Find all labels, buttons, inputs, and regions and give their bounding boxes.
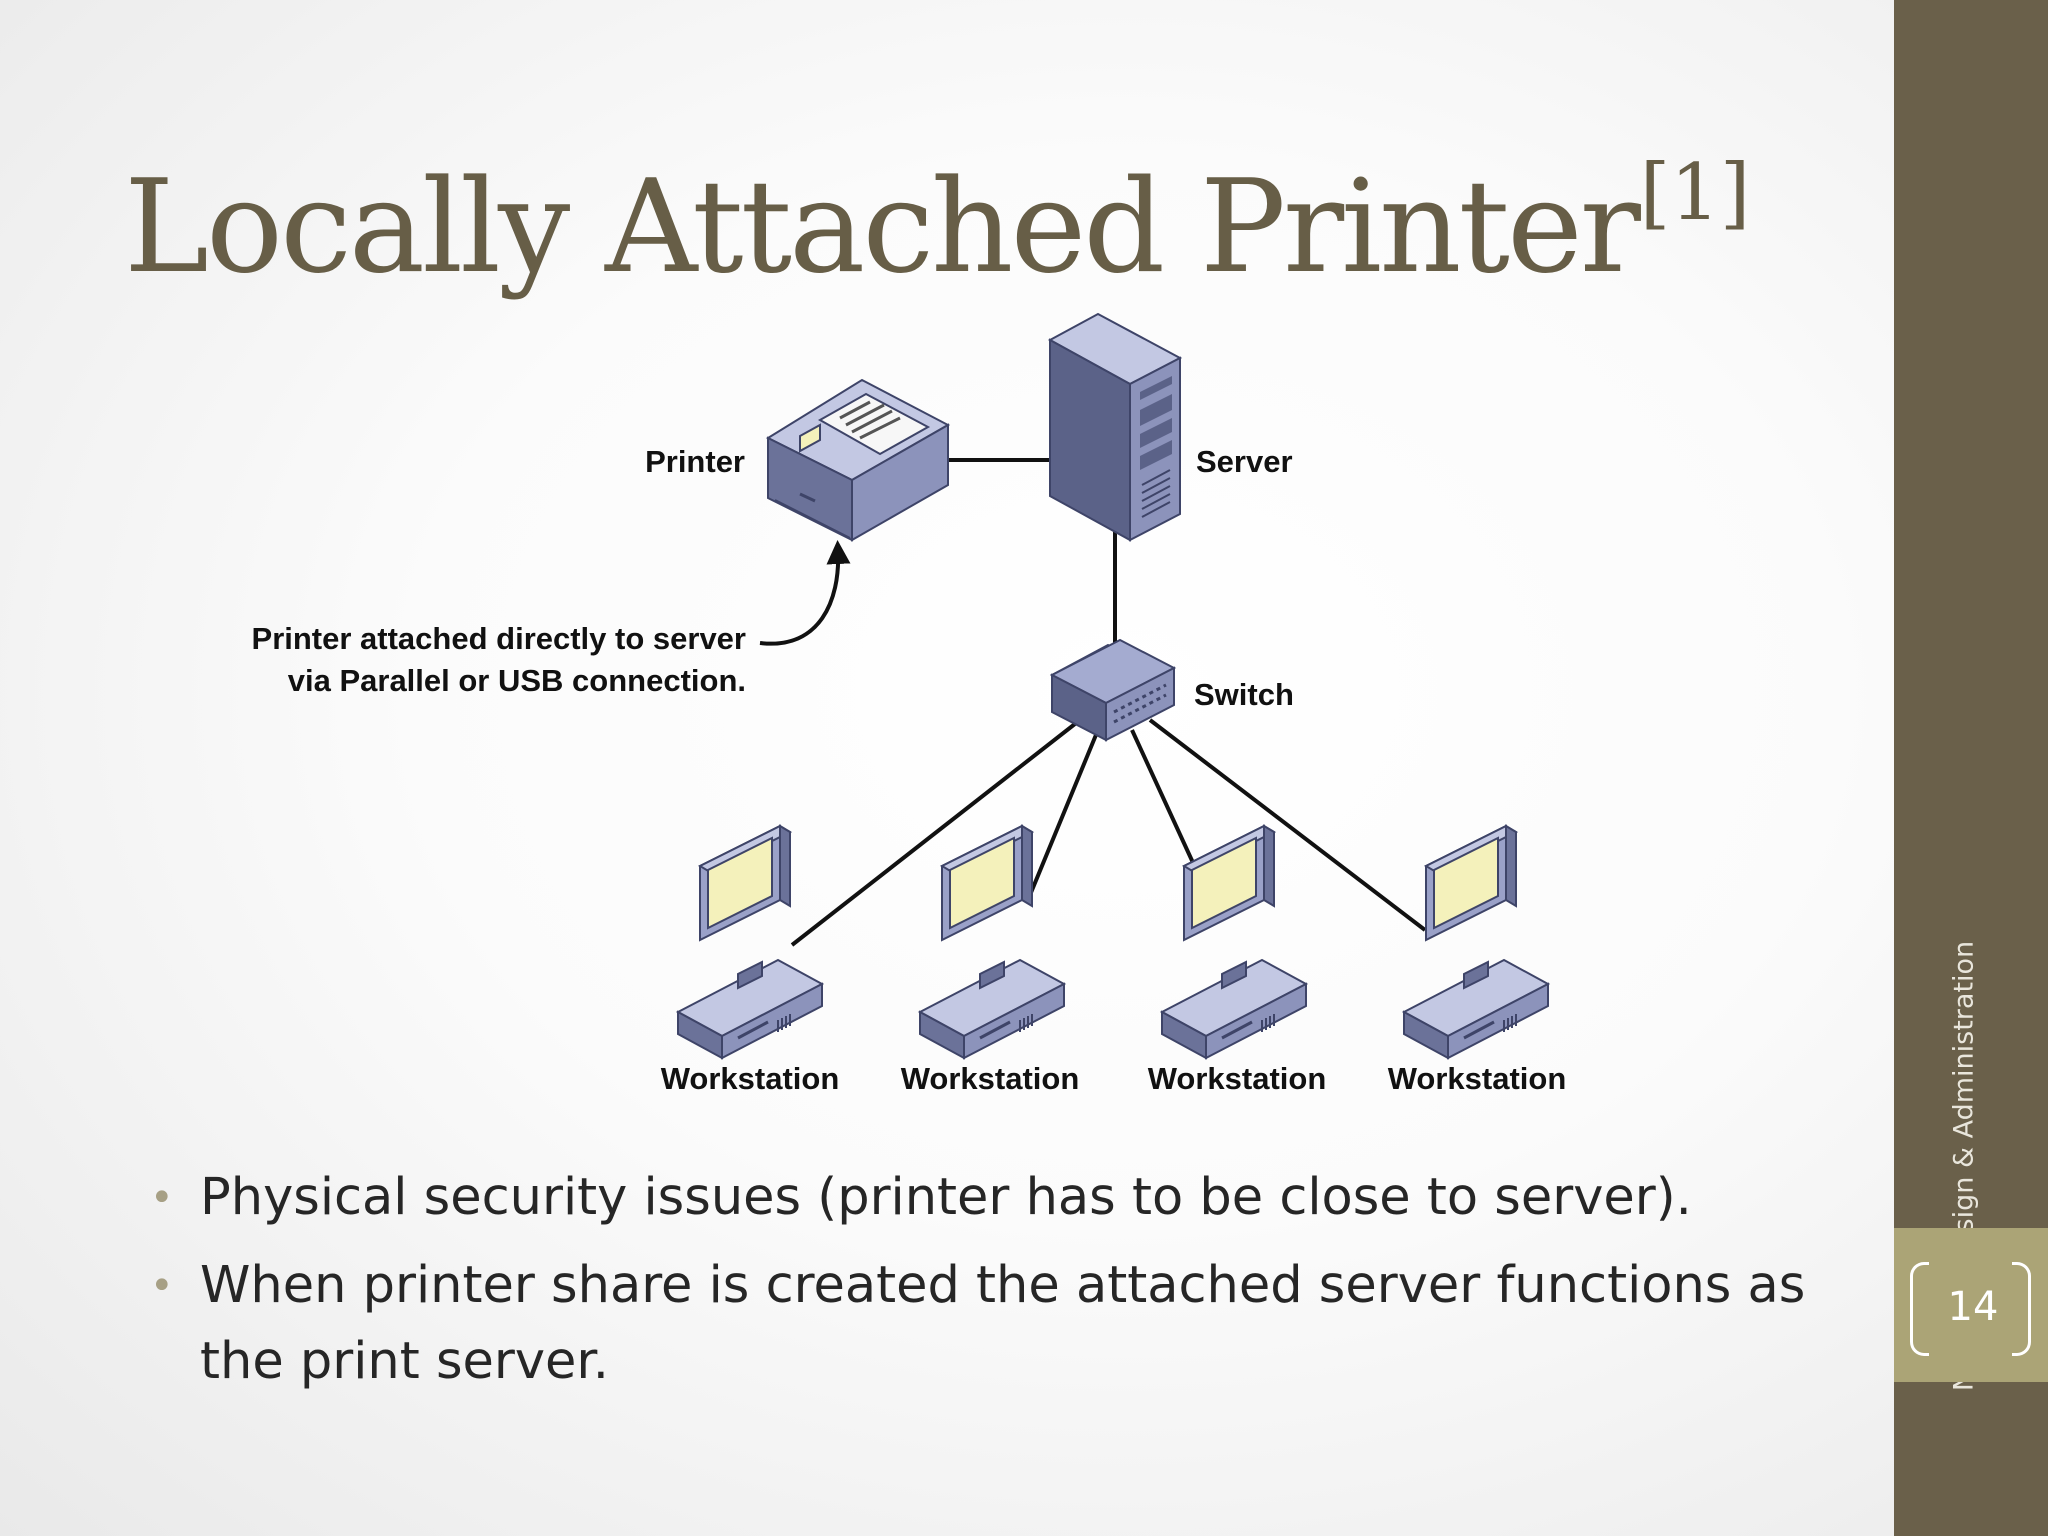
annotation-line-2: via Parallel or USB connection. — [288, 663, 746, 698]
printer-icon — [765, 378, 951, 542]
page-number: 14 — [1947, 1284, 1999, 1330]
bullet-item: • When printer share is created the attac… — [146, 1248, 1846, 1400]
connection-lines — [790, 458, 1427, 947]
workstation-label-1: Workstation — [661, 1061, 840, 1096]
workstation-icon-1 — [676, 824, 824, 1060]
workstation-label-3: Workstation — [1148, 1061, 1327, 1096]
bullet-dot-icon: • — [150, 1175, 174, 1221]
page-number-box — [1894, 1228, 2048, 1382]
bullet-dot-icon: • — [150, 1263, 174, 1309]
annotation-arrow — [759, 540, 851, 646]
annotation-line-1: Printer attached directly to server — [252, 621, 746, 656]
workstation-label-2: Workstation — [901, 1061, 1080, 1096]
bullet-text: Physical security issues (printer has to… — [200, 1168, 1692, 1227]
bullet-text: When printer share is created the attach… — [200, 1256, 1806, 1391]
slide-title-text: Locally Attached Printer — [124, 153, 1641, 302]
left-bracket-icon — [1910, 1262, 1929, 1356]
workstation-label-4: Workstation — [1388, 1061, 1567, 1096]
workstation-icon-4 — [1402, 824, 1550, 1060]
switch-icon — [1049, 638, 1177, 742]
server-icon — [1047, 312, 1183, 542]
workstation-icon-3 — [1160, 824, 1308, 1060]
server-label: Server — [1196, 444, 1293, 479]
title-reference: [1] — [1639, 148, 1751, 238]
bullet-item: • Physical security issues (printer has t… — [146, 1160, 1846, 1236]
printer-label: Printer — [645, 444, 745, 479]
right-bracket-icon — [2012, 1262, 2031, 1356]
switch-label: Switch — [1194, 677, 1294, 712]
bullet-list: • Physical security issues (printer has t… — [146, 1160, 1846, 1412]
slide-title: Locally Attached Printer[1] — [124, 118, 1750, 303]
